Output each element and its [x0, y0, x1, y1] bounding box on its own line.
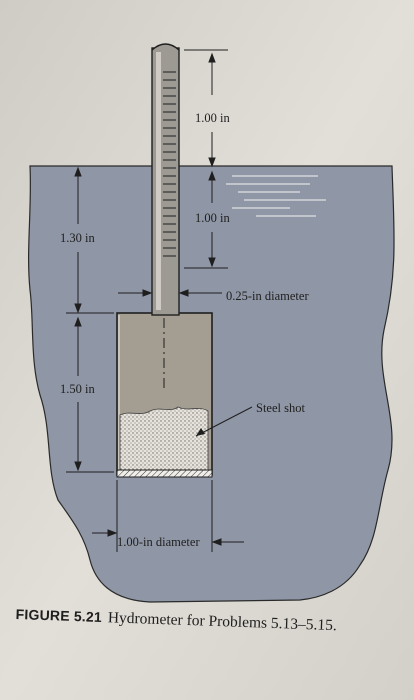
steel-shot-leader [195, 406, 253, 437]
label-stem-above: 1.00 in [195, 111, 230, 125]
dim-stem-below [184, 170, 228, 269]
figure-label: FIGURE 5.21 [15, 606, 103, 625]
label-steel-shot: Steel shot [256, 401, 305, 415]
dim-left [66, 166, 114, 473]
label-left-upper: 1.30 in [60, 231, 95, 245]
surface-lines [226, 175, 326, 217]
steel-shot-fill [119, 406, 209, 471]
dim-stem-above [184, 49, 228, 168]
bulb-base [116, 469, 213, 478]
label-stem-diameter: 0.25-in diameter [226, 289, 309, 303]
dim-bulb-diameter [92, 480, 244, 552]
label-left-lower: 1.50 in [60, 382, 95, 396]
label-bulb-diameter: 1.00-in diameter [117, 535, 200, 549]
dim-stem-diameter [118, 289, 222, 297]
hydrometer-stem [151, 43, 180, 316]
steel-shot-arrowhead [196, 428, 205, 436]
label-stem-below: 1.00 in [195, 211, 230, 225]
